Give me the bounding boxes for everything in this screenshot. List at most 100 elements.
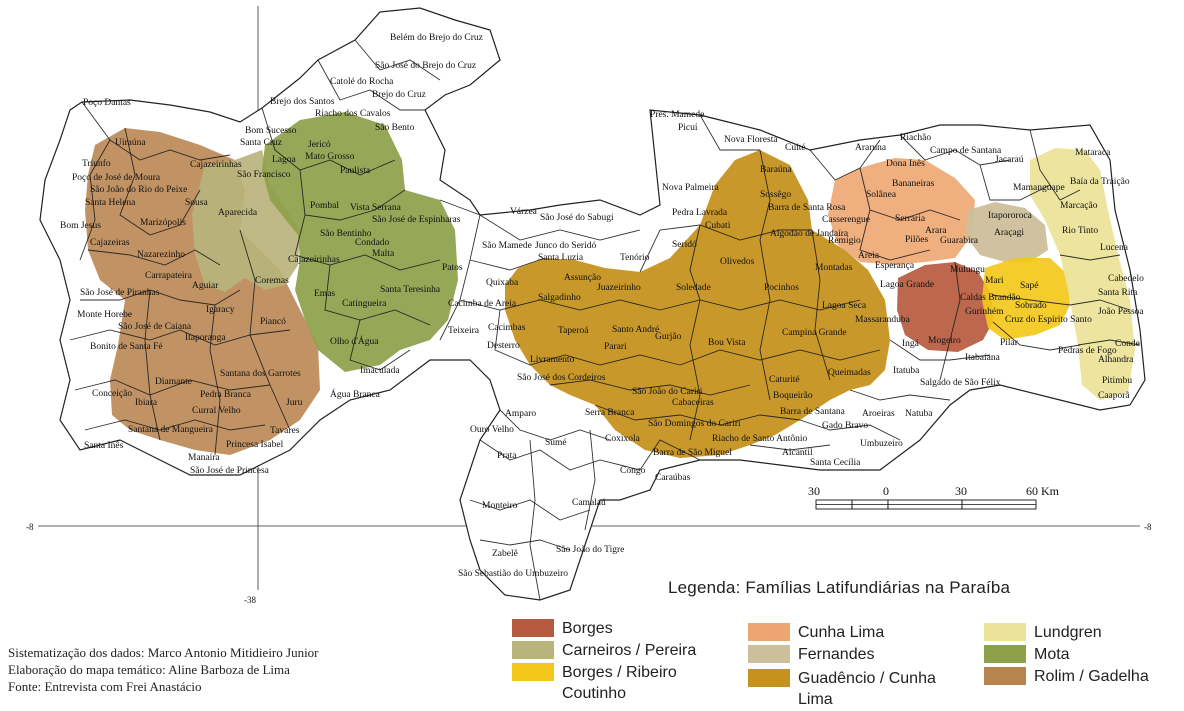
legend-swatch [512,641,554,659]
municipality-label: Curral Velho [192,406,241,416]
legend-item-lundgren: Lundgren [984,622,1102,643]
legend-item-guadencio-cunha-lima: Guadêncio / Cunha Lima [748,668,936,710]
municipality-label: Riacho dos Cavalos [315,109,391,119]
municipality-label: Conde [1115,339,1140,349]
legend-label: Carneiros / Pereira [562,642,697,659]
legend-label: Rolim / Gadelha [1034,668,1149,685]
municipality-label: Quixaba [486,278,519,288]
municipality-label: Aparecida [218,208,258,218]
municipality-label: Esperança [875,261,915,271]
municipality-label: Taperoá [558,326,589,336]
legend-swatch [512,663,554,681]
credits-line-map: Elaboração do mapa temático: Aline Barbo… [8,662,290,677]
municipality-label: Caturité [769,375,800,385]
municipality-label: Bonito de Santa Fé [90,342,163,352]
region-guadencio-cunha-lima [505,150,890,458]
municipality-label: São José de Piranhas [80,288,160,298]
municipality-label: Cubati [705,221,731,231]
municipality-label: Olivedos [720,257,755,267]
municipality-label: Belém do Brejo do Cruz [390,33,483,43]
municipality-label: Igaracy [206,305,235,315]
legend-item-fernandes: Fernandes [748,644,875,665]
municipality-label: Itabaiana [965,353,1001,363]
municipality-label: Brejo dos Santos [270,97,335,107]
municipality-label: Sossêgo [760,190,791,200]
municipality-label: Itatuba [893,366,920,376]
municipality-label: Mari [985,276,1004,286]
legend-item-carneiros-pereira: Carneiros / Pereira [512,640,696,661]
municipality-label: Patos [442,263,463,273]
municipality-label: Pedra Lavrada [672,208,728,218]
credits-line-source: Fonte: Entrevista com Frei Anastácio [8,679,202,694]
municipality-label: Junco do Seridó [535,241,596,251]
municipality-label: Ibiara [135,398,158,408]
legend-label: Fernandes [798,646,875,663]
region-cunha-lima [828,158,975,265]
municipality-label: Catingueira [342,299,387,309]
municipality-label: Soledade [676,283,711,293]
municipality-label: Remígio [828,236,861,246]
municipality-label: Nazarezinho [137,250,185,260]
municipality-label: Cajazeirinhas [190,160,242,170]
municipality-label: Amparo [505,409,536,419]
municipality-label: Imaculada [360,366,400,376]
municipality-label: Cacimba de Areia [448,299,517,309]
municipality-label: Paulista [340,166,371,176]
municipality-label: Rio Tinto [1062,226,1098,236]
municipality-label: Picuí [678,123,698,133]
municipality-label: Sousa [185,198,208,208]
legend-item-borges-ribeiro-coutinho: Borges / Ribeiro Coutinho [512,662,677,704]
municipality-label: Bananeiras [892,179,935,189]
legend-item-rolim-gadelha: Rolim / Gadelha [984,666,1149,687]
scale-label: 60 Km [1026,484,1060,498]
municipality-label: São José do Sabugi [540,213,614,223]
municipality-label: Uiraúna [115,138,146,148]
municipality-label: Conceição [92,389,132,399]
municipality-label: Manaíra [188,453,220,463]
municipality-label: Mato Grosso [305,152,355,162]
municipality-label: Santana dos Garrotes [220,369,301,379]
region-borges [897,262,993,352]
municipality-label: Teixeira [448,326,480,336]
municipality-label: Princesa Isabel [226,440,284,450]
municipality-label: Tenório [620,253,650,263]
legend-swatch [984,623,1026,641]
municipality-label: Lagoa Grande [880,280,934,290]
municipality-label: Santana de Mangueira [128,425,214,435]
municipality-label: Condado [355,238,390,248]
municipality-label: Poço de José de Moura [72,173,161,183]
municipality-label: Vista Serrana [350,203,402,213]
municipality-label: Umbuzeiro [860,439,903,449]
legend-label: Borges [562,620,613,637]
municipality-label: Diamante [155,377,192,387]
municipality-label: Salgado de São Félix [920,378,1001,388]
municipality-label: Santo André [612,325,659,335]
municipality-label: Água Branca [330,388,381,400]
municipality-label: Desterro [487,341,520,351]
municipality-label: Massaranduba [855,315,911,325]
municipality-label: Coxixola [605,434,641,444]
region-borges-ribeiro-coutinho [982,258,1070,340]
municipality-label: Poço Dantas [83,98,131,108]
municipality-label: Santa Teresinha [380,285,441,295]
municipality-label: Mataraca [1075,148,1111,158]
legend-item-borges: Borges [512,618,613,639]
legend-title: Legenda: Famílias Latifundiárias na Para… [668,578,1011,597]
municipality-label: Triunfo [82,158,111,169]
legend-label-line1: Borges / Ribeiro [562,664,677,681]
municipality-label: Serra Branca [585,408,635,418]
municipality-label: Carrapateira [145,271,193,281]
municipality-label: Casserengue [822,215,870,225]
municipality-label: São Domingos do Cariri [648,419,741,429]
region-lundgren [1030,148,1135,400]
municipality-label: Pres. Mamede [650,110,704,120]
legend-swatch [748,669,790,687]
municipality-label: Alhandra [1098,355,1134,365]
municipality-label: Tavares [270,426,300,436]
scale-label: 30 [955,484,967,498]
municipality-label: Itaporanga [185,333,226,343]
municipality-label: Livramento [530,355,575,365]
municipality-label: São José do Brejo do Cruz [375,61,476,71]
municipality-label: Santa Rita [1098,288,1138,298]
municipality-label: Arara [925,226,947,236]
